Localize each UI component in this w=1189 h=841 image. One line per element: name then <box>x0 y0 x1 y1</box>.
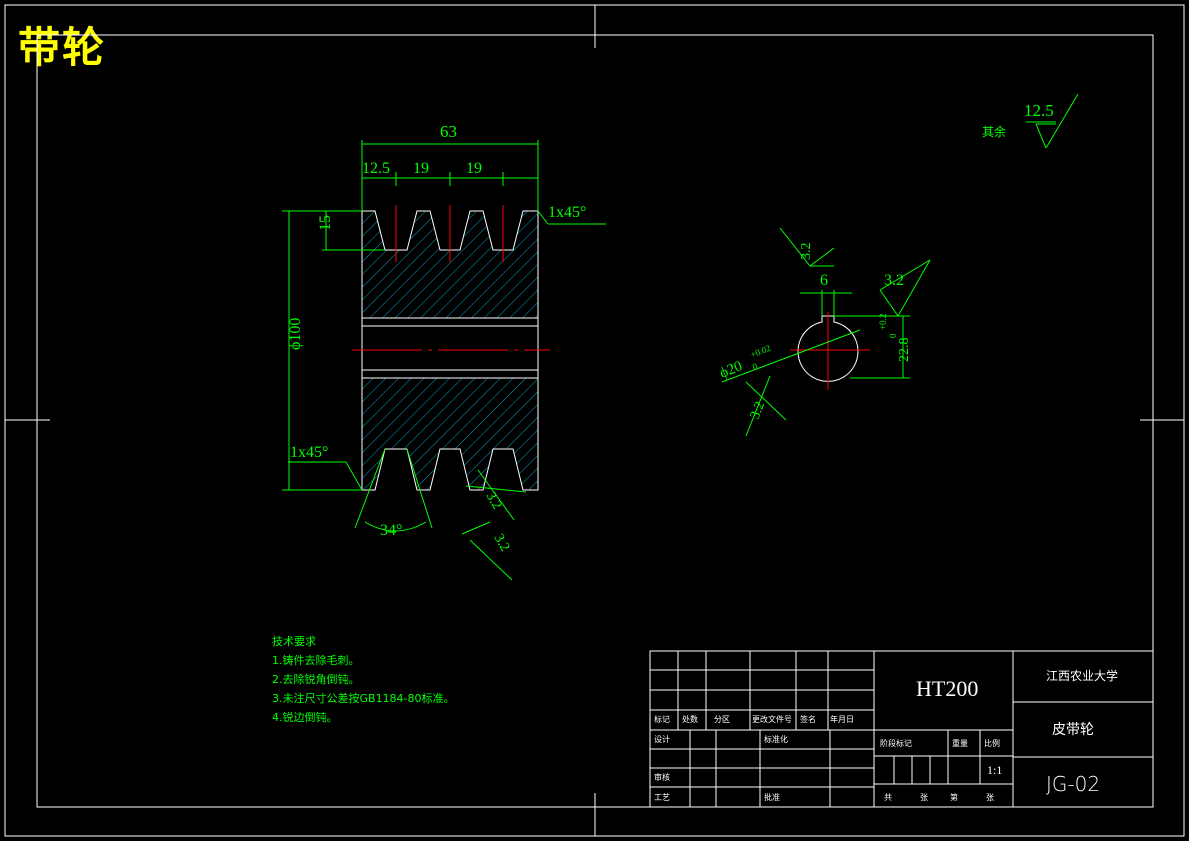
svg-text:标准化: 标准化 <box>764 734 788 744</box>
dim-keyway-tol-lower: 0 <box>888 333 898 338</box>
tech-item: 1.铸件去除毛刺。 <box>272 654 360 667</box>
svg-text:第: 第 <box>950 792 958 802</box>
svg-text:张: 张 <box>920 793 928 802</box>
hub-dimensions <box>721 93 1079 437</box>
svg-text:分区: 分区 <box>714 715 730 724</box>
pulley-bottom-section <box>361 377 539 491</box>
dim-groove-angle: 34° <box>380 522 402 539</box>
technical-requirements: 技术要求 1.铸件去除毛刺。 2.去除锐角倒钝。 3.未注尺寸公差按GB1184… <box>272 632 455 727</box>
dim-bore-tol-lower: 0 <box>751 361 759 372</box>
title-block <box>649 650 1154 808</box>
svg-text:工艺: 工艺 <box>654 793 670 802</box>
svg-text:标记: 标记 <box>654 714 670 724</box>
roughness-keyway-top: 3.2 <box>884 272 904 289</box>
dim-chamfer-bottom: 1x45° <box>290 444 328 461</box>
inner-frame <box>36 34 1154 808</box>
roughness-groove-2: 3.2 <box>491 532 513 555</box>
dim-groove-pitch-2: 19 <box>466 160 482 177</box>
svg-text:阶段标记: 阶段标记 <box>880 738 912 748</box>
dim-groove-pitch-1: 19 <box>413 160 429 177</box>
svg-text:更改文件号: 更改文件号 <box>752 714 792 724</box>
svg-text:年月日: 年月日 <box>830 714 854 724</box>
tech-item: 2.去除锐角倒钝。 <box>272 673 360 686</box>
svg-text:共: 共 <box>884 793 892 802</box>
pulley-section <box>352 205 550 491</box>
material: HT200 <box>916 676 978 701</box>
drawing-number: JG-02 <box>1046 772 1100 796</box>
dim-first-groove-offset: 12.5 <box>362 160 390 177</box>
title-block-texts: HT200 江西农业大学 皮带轮 JG-02 1:1 标记 处数 分区 更改文件… <box>654 668 1118 802</box>
dim-bore-diameter: ϕ20 <box>718 358 745 381</box>
border <box>4 4 1185 837</box>
svg-text:批准: 批准 <box>764 792 780 802</box>
school-name: 江西农业大学 <box>1046 668 1118 683</box>
svg-text:签名: 签名 <box>800 714 816 724</box>
svg-text:张: 张 <box>986 793 994 802</box>
roughness-bore: 3.2 <box>748 400 768 422</box>
dim-groove-depth: 15 <box>317 215 334 231</box>
roughness-keyway-side: 3.2 <box>799 243 814 261</box>
svg-text:设计: 设计 <box>654 734 670 744</box>
roughness-default-label: 其余 <box>982 124 1006 139</box>
tech-heading: 技术要求 <box>272 635 316 648</box>
pulley-top-section <box>361 210 539 319</box>
svg-text:比例: 比例 <box>984 738 1000 748</box>
hub-view <box>790 312 870 390</box>
hub-dimension-texts: 6 3.2 3.2 22.8 +0.2 0 ϕ20 +0.02 0 3.2 其余… <box>718 101 1054 421</box>
svg-text:重量: 重量 <box>952 738 968 748</box>
pulley-dimension-texts: 63 12.5 19 19 15 ϕ100 1x45° 1x45° 34° 3.… <box>287 122 586 554</box>
dim-outer-diameter: ϕ100 <box>287 318 304 350</box>
svg-text:审核: 审核 <box>654 772 670 782</box>
drawing-title: 带轮 <box>18 23 107 72</box>
dim-keyway-depth: 22.8 <box>897 338 912 363</box>
svg-text:处数: 处数 <box>682 714 698 724</box>
dim-keyway-width: 6 <box>820 272 828 289</box>
roughness-groove-1: 3.2 <box>483 490 505 513</box>
outer-frame <box>4 4 1185 837</box>
tech-item: 4.锐边倒钝。 <box>272 711 338 724</box>
bore-area <box>361 317 539 379</box>
dim-chamfer-top: 1x45° <box>548 204 586 221</box>
dim-overall-width: 63 <box>440 122 457 141</box>
roughness-default-value: 12.5 <box>1024 101 1054 120</box>
dim-bore-tol-upper: +0.02 <box>749 343 772 360</box>
dim-keyway-tol-upper: +0.2 <box>878 314 888 330</box>
pulley-dimensions <box>282 140 606 581</box>
part-name: 皮带轮 <box>1052 722 1094 738</box>
scale: 1:1 <box>987 763 1002 777</box>
bore-with-keyway <box>797 315 859 382</box>
tech-item: 3.未注尺寸公差按GB1184-80标准。 <box>272 692 455 705</box>
